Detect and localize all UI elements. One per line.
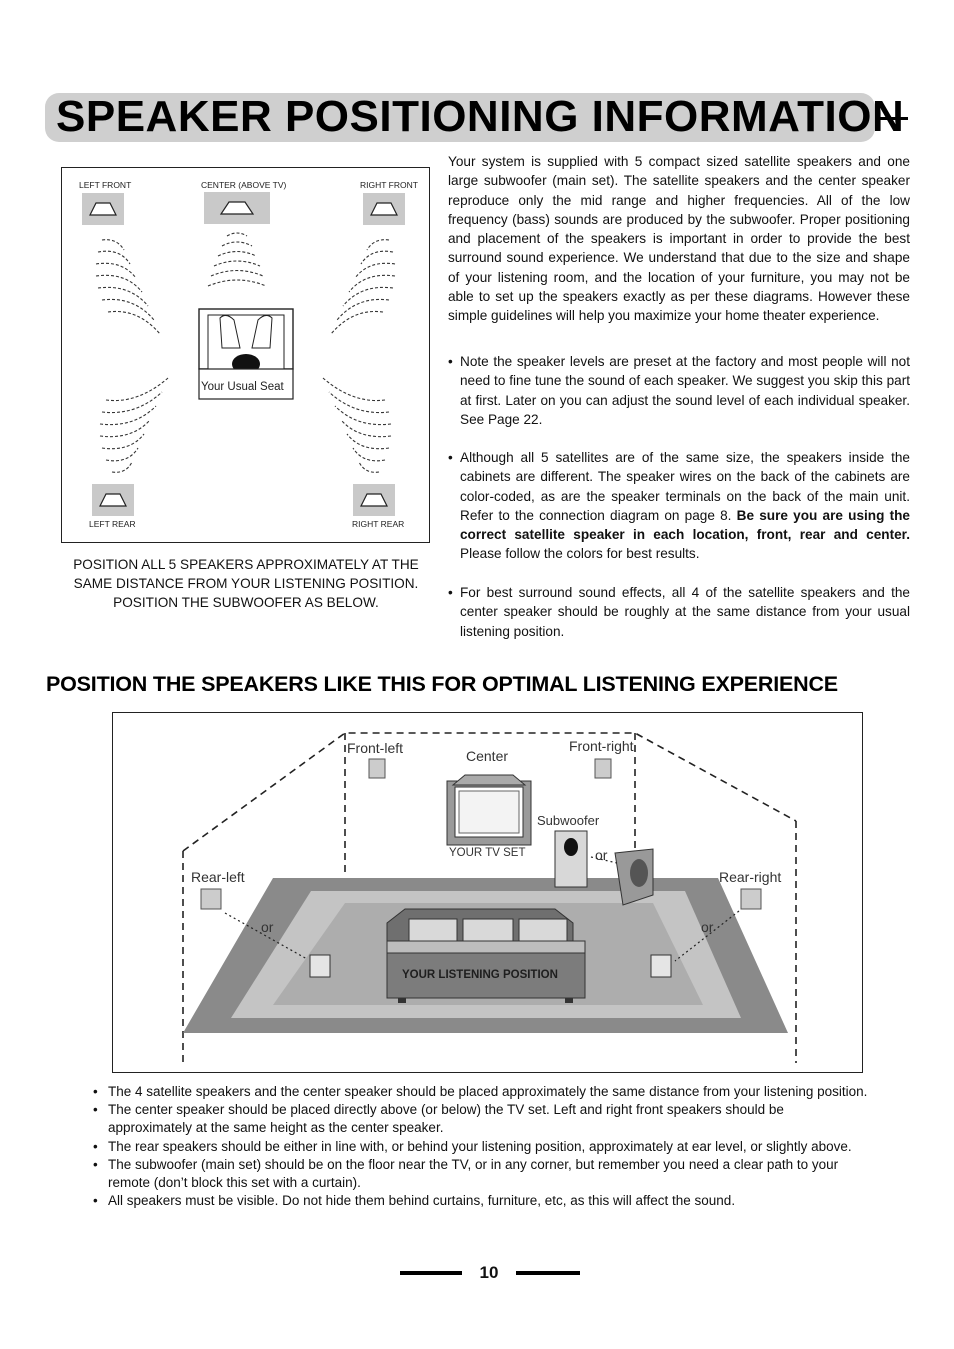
list-item-text: The rear speakers should be either in li…	[108, 1138, 852, 1154]
bullet-item: • For best surround sound effects, all 4…	[448, 583, 910, 641]
subwoofer-icon	[554, 830, 654, 906]
rear-left-speaker-icon	[200, 888, 222, 910]
title-bar	[45, 93, 875, 142]
bullet-text: Although all 5 satellites are of the sam…	[460, 448, 910, 564]
rear-right-speaker-icon	[740, 888, 762, 910]
list-item: • All speakers must be visible. Do not hi…	[93, 1192, 868, 1210]
bullet-text-bold: Be sure you are using the correct satell…	[460, 507, 910, 543]
label-front-left: Front-left	[347, 740, 404, 756]
bullet-item: • Note the speaker levels are preset at …	[448, 352, 910, 429]
label-rear-left: Rear-left	[191, 869, 245, 885]
bullet-dot: •	[448, 354, 453, 369]
label-or-right: or	[701, 919, 714, 935]
section-heading: POSITION THE SPEAKERS LIKE THIS FOR OPTI…	[46, 672, 838, 696]
label-front-right: Front-right	[569, 738, 634, 754]
label-left-front: LEFT FRONT	[79, 180, 132, 190]
bullet-dot: •	[448, 585, 453, 600]
bullet-dot: •	[93, 1102, 98, 1118]
right-rear-speaker-icon	[353, 484, 395, 516]
label-rear-right: Rear-right	[719, 869, 782, 885]
list-item: • The center speaker should be placed dir…	[93, 1101, 868, 1137]
page-number-rule-left	[400, 1271, 462, 1275]
left-rear-speaker-icon	[92, 484, 134, 516]
rear-right-floor-speaker-icon	[650, 954, 672, 978]
list-item-text: The center speaker should be placed dire…	[108, 1102, 784, 1136]
list-item-text: All speakers must be visible. Do not hid…	[108, 1193, 736, 1209]
front-right-speaker-icon	[594, 758, 612, 779]
label-subwoofer: Subwoofer	[537, 813, 600, 828]
seat-label: Your Usual Seat	[201, 381, 284, 393]
guideline-list: • The 4 satellite speakers and the center…	[93, 1083, 868, 1210]
bullet-dot: •	[93, 1193, 98, 1209]
bullet-item: • Although all 5 satellites are of the s…	[448, 448, 910, 564]
bullet-dot: •	[93, 1084, 98, 1099]
center-speaker-icon	[204, 192, 270, 224]
list-item: • The subwoofer (main set) should be on t…	[93, 1156, 868, 1192]
seat-diagram: LEFT FRONT CENTER (ABOVE TV) RIGHT FRONT	[61, 167, 430, 543]
page-number-rule-right	[516, 1271, 580, 1275]
list-item-text: The subwoofer (main set) should be on th…	[108, 1156, 839, 1191]
list-item: • The rear speakers should be either in l…	[93, 1138, 868, 1156]
bullet-text-part: Please follow the colors for best result…	[460, 546, 700, 562]
label-center: Center	[466, 748, 509, 764]
page-title: SPEAKER POSITIONING INFORMATION	[56, 92, 905, 141]
right-front-speaker-icon	[363, 193, 405, 225]
list-item-text: The 4 satellite speakers and the center …	[108, 1084, 868, 1099]
label-right-front: RIGHT FRONT	[360, 180, 418, 190]
label-or-subwoofer: or	[595, 847, 608, 863]
intro-paragraph: Your system is supplied with 5 compact s…	[448, 154, 910, 324]
bullet-dot: •	[448, 450, 453, 465]
page-number: 10	[479, 1263, 499, 1282]
label-left-rear: LEFT REAR	[89, 519, 136, 529]
speaker-arc-drawing	[82, 192, 405, 516]
front-left-speaker-icon	[368, 758, 386, 779]
label-listening-position: YOUR LISTENING POSITION	[402, 969, 558, 981]
label-tv: YOUR TV SET	[449, 847, 526, 859]
tv-icon	[446, 774, 532, 846]
bullet-text: For best surround sound effects, all 4 o…	[460, 585, 910, 639]
label-right-rear: RIGHT REAR	[352, 519, 405, 529]
bullet-dot: •	[93, 1156, 98, 1172]
bullet-text: Note the speaker levels are preset at th…	[460, 354, 910, 427]
diagram-caption: POSITION ALL 5 SPEAKERS APPROXIMATELY AT…	[73, 557, 419, 610]
left-front-speaker-icon	[82, 193, 124, 225]
bullet-dot: •	[93, 1138, 98, 1154]
rear-left-floor-speaker-icon	[309, 954, 331, 978]
couch-icon	[386, 908, 586, 1003]
label-or-left: or	[261, 919, 274, 935]
room-diagram: Front-left Center Front-right Subwoofer …	[112, 712, 863, 1073]
label-center: CENTER (ABOVE TV)	[201, 180, 287, 190]
bullet-text-part: Although all 5 satellites are of the sam…	[460, 450, 910, 523]
title-rule	[878, 117, 908, 120]
list-item: • The 4 satellite speakers and the center…	[93, 1083, 868, 1101]
room-drawing	[182, 732, 797, 1063]
seat-icon	[198, 308, 294, 400]
